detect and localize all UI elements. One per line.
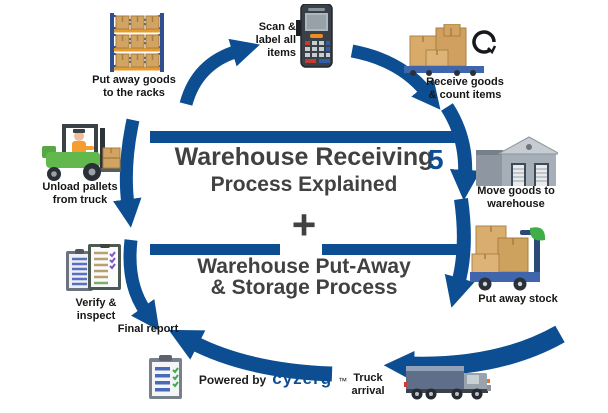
ribbon-bar-top (150, 131, 458, 143)
circular-arrows-icon (472, 30, 497, 55)
label-put-away: Put away stock (478, 293, 558, 305)
center-subtitle-line2: & Storage Process (210, 276, 398, 299)
ribbon-bar-bottom-right (322, 244, 458, 255)
arc-rack-to-unload (113, 118, 142, 228)
forklift-icon (42, 124, 121, 181)
inspection-clipboards-icon (66, 244, 121, 291)
brand-caption: Powered by cyzerg ™ (140, 369, 406, 389)
pallet-rack-icon (110, 13, 164, 72)
arc-inspect-to-report (123, 239, 160, 331)
eco-leaf-icon (529, 227, 546, 241)
step-number-badge: 5 (428, 144, 444, 175)
label-receive-goods: Receive goods& count items (426, 76, 504, 101)
caption-suffix: ™ (338, 376, 348, 386)
caption-prefix: Powered by (198, 373, 267, 387)
arc-rack-to-scanner (179, 38, 260, 106)
arc-receive-to-warehouse (441, 103, 481, 201)
arc-putaway-to-truck (383, 325, 565, 382)
center-title-line1: Warehouse Receiving (174, 143, 434, 171)
label-inspect: Verify &inspect (75, 297, 117, 322)
checklist-clipboard-icon (149, 355, 182, 399)
arc-warehouse-to-putaway (444, 198, 475, 308)
cargo-truck-icon (404, 366, 491, 400)
boxes-on-dolly-icon (404, 24, 497, 76)
arc-truck-to-report (168, 329, 333, 382)
label-report: Final report (117, 323, 179, 335)
warehouse-building-icon (476, 136, 558, 186)
center-title-line2: Process Explained (210, 173, 398, 196)
center-subtitle-line1: Warehouse Put-Away (197, 255, 411, 278)
put-away-cart-icon (470, 225, 546, 291)
ribbon-bar-bottom-left (150, 244, 280, 255)
barcode-scanner-icon (296, 4, 333, 68)
plus-sign: + (291, 201, 317, 248)
brand-wordmark: cyzerg (272, 369, 333, 388)
arc-scanner-to-receive (350, 44, 441, 110)
